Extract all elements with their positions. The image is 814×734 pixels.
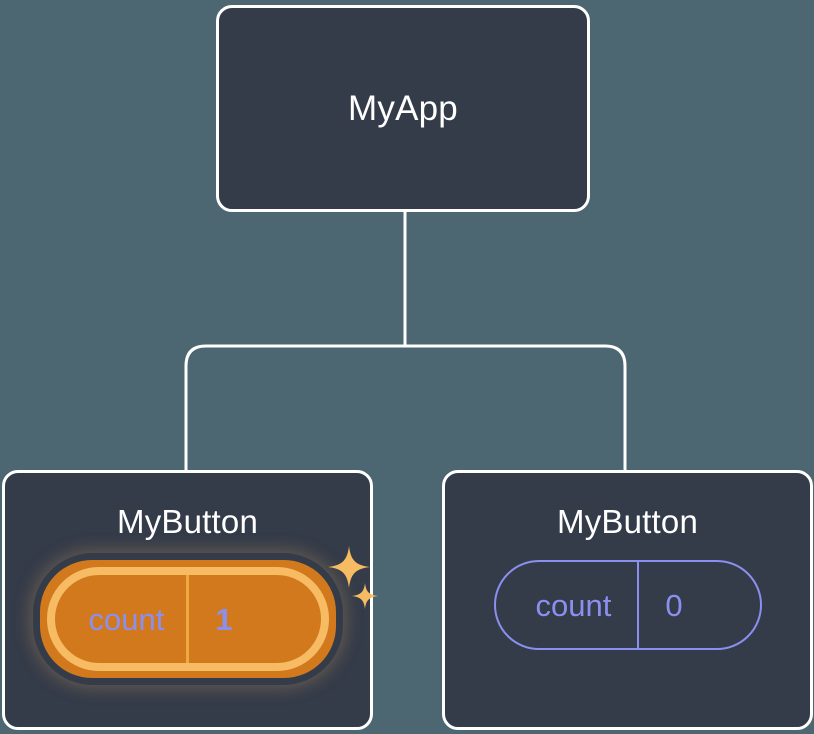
state-pill-right-wrap: count 0	[493, 560, 762, 650]
node-mybutton-left-label: MyButton	[117, 503, 258, 540]
node-mybutton-right[interactable]: MyButton count 0	[442, 470, 813, 730]
sparkle-icon	[327, 546, 370, 588]
state-pill-right[interactable]: count 0	[493, 560, 762, 650]
connector-branch-bar	[184, 344, 627, 470]
state-pill-left[interactable]: count 1	[46, 567, 329, 671]
state-pill-left-key: count	[88, 601, 165, 637]
node-mybutton-right-label: MyButton	[557, 503, 698, 540]
state-pill-right-key: count	[535, 587, 612, 623]
state-pill-left-highlight-ring: count 1	[39, 560, 336, 678]
node-myapp[interactable]: MyApp	[216, 5, 590, 212]
state-pill-left-wrap: count 1	[39, 546, 378, 678]
node-mybutton-left[interactable]: MyButton count 1	[2, 470, 378, 730]
node-myapp-label: MyApp	[348, 89, 458, 128]
state-pill-right-value: 0	[637, 562, 724, 648]
state-pill-left-value: 1	[186, 575, 276, 663]
